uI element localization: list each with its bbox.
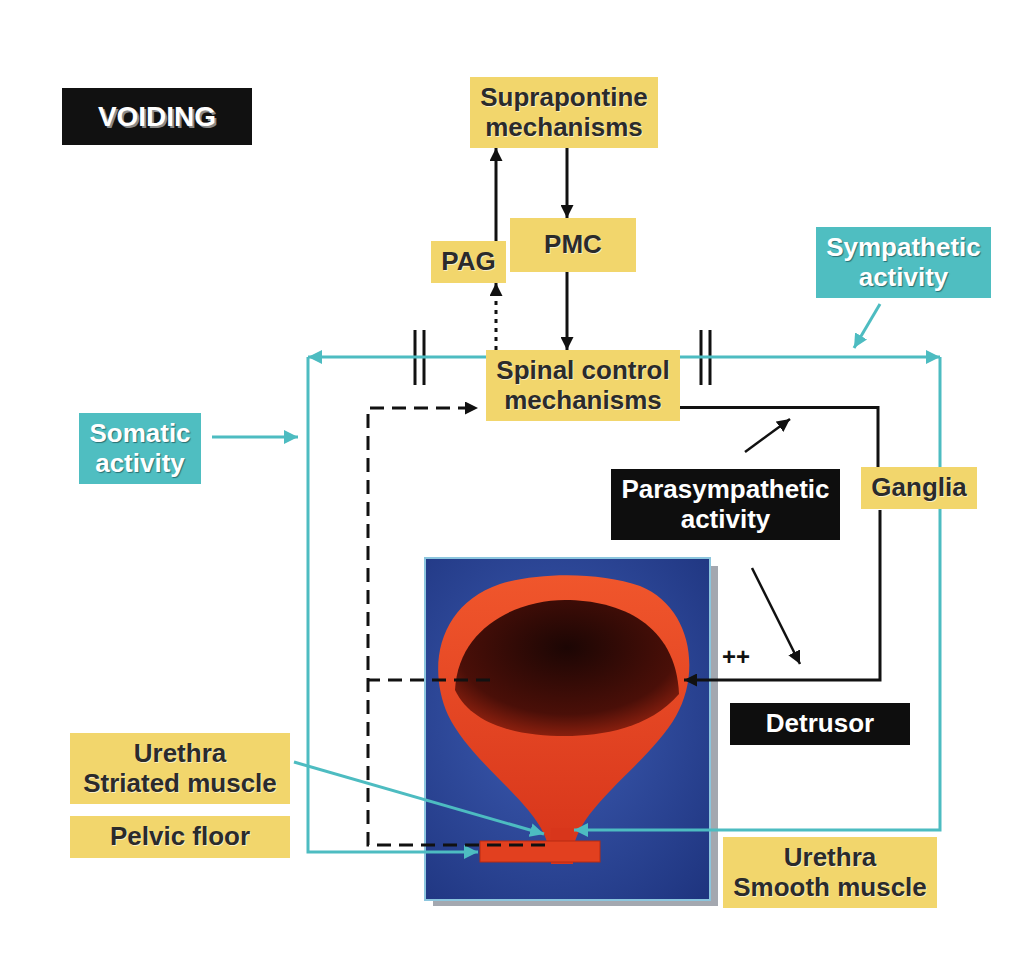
text-line: Parasympathetic <box>621 475 829 504</box>
node-text: Urethra Striated muscle <box>83 739 277 797</box>
title-box: VOIDING <box>62 88 252 145</box>
muscle-label-box: Pelvic floor <box>70 816 290 858</box>
bladder-cavity <box>455 600 679 736</box>
spinal-box: Spinal control mechanisms <box>486 350 680 421</box>
pathway-arrow <box>495 283 498 350</box>
text-line: mechanisms <box>480 113 648 142</box>
sign-label: ++ <box>722 645 750 669</box>
node-text: Ganglia <box>871 473 966 502</box>
text-line: PMC <box>544 230 602 259</box>
afferent-line <box>368 679 490 682</box>
callout-arrow <box>752 568 800 664</box>
pathway-arrow <box>495 148 498 241</box>
text-line: Spinal control <box>496 356 669 385</box>
text-line: Detrusor <box>766 709 874 738</box>
text-line: Smooth muscle <box>733 873 927 902</box>
callout-arrow <box>854 304 880 348</box>
node-text: PMC <box>544 230 602 259</box>
text-line: mechanisms <box>496 386 669 415</box>
text-line: activity <box>826 263 981 292</box>
node-text: Detrusor <box>766 709 874 738</box>
node-text: Parasympathetic activity <box>621 475 829 533</box>
muscle-label-box: Detrusor <box>730 703 910 745</box>
title-text: VOIDING <box>98 101 216 133</box>
activity-box: Parasympathetic activity <box>611 469 840 540</box>
bladder-panel <box>425 558 710 900</box>
text-line: Sympathetic <box>826 233 981 262</box>
node-text: Spinal control mechanisms <box>496 356 669 414</box>
somatic-line <box>308 357 478 852</box>
node-text: Urethra Smooth muscle <box>733 843 927 901</box>
activity-box: Somatic activity <box>79 413 201 484</box>
text-line: activity <box>621 505 829 534</box>
text-line: Pelvic floor <box>110 822 250 851</box>
text-line: Suprapontine <box>480 83 648 112</box>
node-text: Suprapontine mechanisms <box>480 83 648 141</box>
sympathetic-line <box>574 357 940 830</box>
text-line: PAG <box>441 247 495 276</box>
callout-arrow <box>745 419 790 452</box>
ganglia-box: Ganglia <box>861 467 977 509</box>
text-line: Urethra <box>733 843 927 872</box>
pathway-arrow <box>680 408 878 468</box>
bladder-wall <box>438 575 689 846</box>
brain-box: PMC <box>510 218 636 272</box>
node-text: Sympathetic activity <box>826 233 981 291</box>
text-line: activity <box>89 449 190 478</box>
activity-box: Sympathetic activity <box>816 227 991 298</box>
node-text: PAG <box>441 247 495 276</box>
leader-arrow <box>294 762 544 834</box>
text-line: Striated muscle <box>83 769 277 798</box>
callout-arrow <box>212 436 298 439</box>
afferent-line <box>368 408 545 845</box>
brain-box: PAG <box>431 241 506 283</box>
muscle-label-box: Urethra Smooth muscle <box>723 837 937 908</box>
text-line: Ganglia <box>871 473 966 502</box>
node-text: Pelvic floor <box>110 822 250 851</box>
muscle-label-box: Urethra Striated muscle <box>70 733 290 804</box>
pathway-arrow <box>566 272 569 350</box>
brain-box: Suprapontine mechanisms <box>470 77 658 148</box>
node-text: Somatic activity <box>89 419 190 477</box>
text-line: Urethra <box>83 739 277 768</box>
text-line: Somatic <box>89 419 190 448</box>
pathway-arrow <box>566 148 569 218</box>
